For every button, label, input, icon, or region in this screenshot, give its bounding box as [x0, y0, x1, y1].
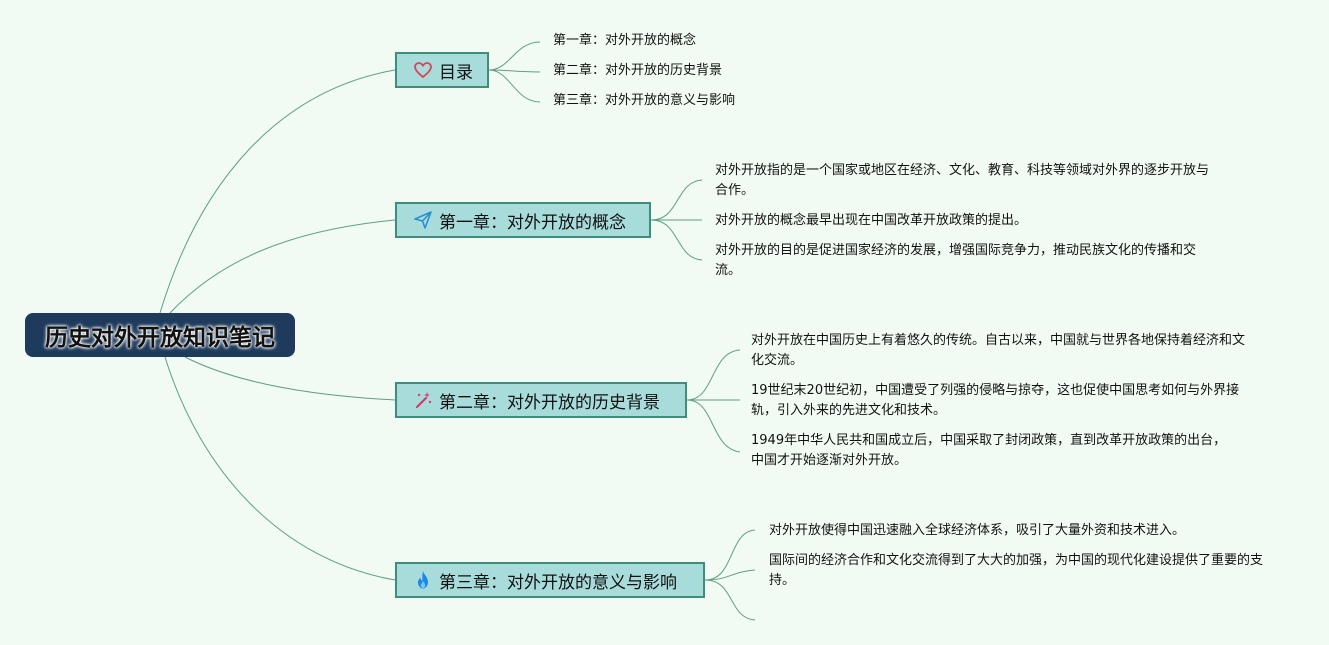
connector-root-ch1	[169, 219, 396, 314]
branch-chapter-2[interactable]: 第二章：对外开放的历史背景	[395, 382, 687, 418]
leaf-ch2-2[interactable]: 19世纪末20世纪初，中国遭受了列强的侵略与掠夺，这也促使中国思考如何与外界接轨…	[751, 383, 1240, 418]
branch-chapter-1[interactable]: 第一章：对外开放的概念	[395, 202, 651, 238]
branch-label: 第三章：对外开放的意义与影响	[439, 572, 677, 593]
magic-wand-icon	[413, 390, 433, 410]
leaf-ch2-3[interactable]: 1949年中华人民共和国成立后，中国采取了封闭政策，直到改革开放政策的出台，中国…	[751, 433, 1227, 468]
branch-label: 第二章：对外开放的历史背景	[439, 392, 660, 413]
connector-root-ch3	[164, 356, 396, 581]
leaf-ch1-2[interactable]: 对外开放的概念最早出现在中国改革开放政策的提出。	[715, 213, 1028, 228]
leaf-toc-1[interactable]: 第一章：对外开放的概念	[553, 33, 697, 48]
leaf-ch1-1[interactable]: 对外开放指的是一个国家或地区在经济、文化、教育、科技等领域对外界的逐步开放与合作…	[715, 163, 1210, 198]
root-title: 历史对外开放知识笔记	[45, 325, 275, 351]
leaf-toc-3[interactable]: 第三章：对外开放的意义与影响	[553, 93, 736, 108]
connector-root-ch2	[184, 356, 396, 401]
heart-icon	[413, 60, 433, 80]
branch-label: 第一章：对外开放的概念	[439, 212, 626, 233]
branch-chapter-3[interactable]: 第三章：对外开放的意义与影响	[395, 562, 705, 598]
connector-root-toc	[159, 69, 396, 314]
branch-toc[interactable]: 目录	[395, 52, 489, 88]
fire-icon	[413, 570, 433, 590]
leaf-ch3-2[interactable]: 国际间的经济合作和文化交流得到了大大的加强，为中国的现代化建设提供了重要的支持。	[769, 553, 1264, 588]
leaf-ch3-1[interactable]: 对外开放使得中国迅速融入全球经济体系，吸引了大量外资和技术进入。	[769, 523, 1186, 538]
leaf-toc-2[interactable]: 第二章：对外开放的历史背景	[553, 63, 723, 78]
leaf-ch1-3[interactable]: 对外开放的目的是促进国家经济的发展，增强国际竞争力，推动民族文化的传播和交流。	[715, 243, 1197, 278]
root-node[interactable]: 历史对外开放知识笔记	[25, 313, 295, 357]
branch-label: 目录	[439, 62, 473, 83]
paper-plane-icon	[413, 210, 433, 230]
leaf-ch2-1[interactable]: 对外开放在中国历史上有着悠久的传统。自古以来，中国就与世界各地保持着经济和文化交…	[751, 333, 1246, 368]
